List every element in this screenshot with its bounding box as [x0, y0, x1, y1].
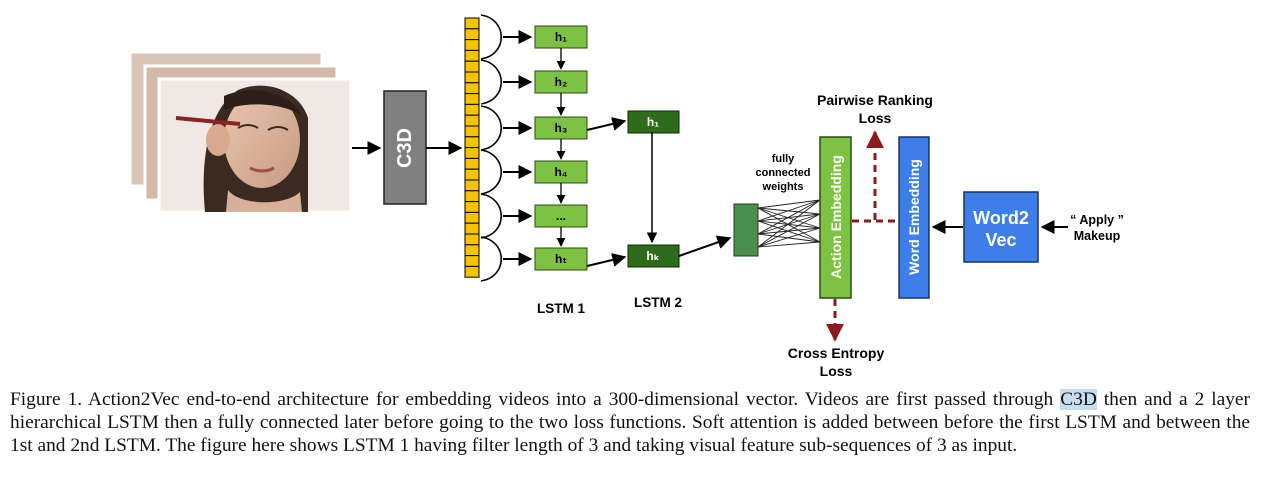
attention-bracket: [480, 149, 503, 195]
feature-cell: [464, 211, 480, 224]
attention-bracket: [480, 105, 503, 151]
lstm1-cell-label: h₄: [554, 165, 567, 179]
fc-weight-line: [757, 199, 821, 222]
lstm2-cell-label: hₖ: [646, 249, 659, 263]
fc-weight-line: [757, 220, 821, 229]
pairwise-loss-label-line-1: Pairwise Ranking: [817, 92, 933, 108]
fc-weight-line: [757, 227, 821, 248]
fc-weight-line: [757, 207, 821, 215]
fc-label-line-1: fully: [772, 153, 795, 165]
fc-weight-line: [757, 199, 821, 209]
lstm1-cell-label: h₃: [555, 121, 568, 135]
caption-highlight-c3d: C3D: [1060, 389, 1097, 410]
feature-cell: [464, 265, 480, 278]
feature-cell: [464, 93, 480, 105]
lstm1-column: h₁ h₂ h₃ h₄... hₜ: [534, 25, 588, 271]
fc-weight-line: [757, 220, 821, 243]
input-phrase-line-1: “ Apply ”: [1070, 213, 1124, 227]
fc-weight-lines: [757, 199, 821, 248]
arrow-h3-to-lstm2: [586, 117, 627, 131]
feature-cell: [464, 17, 480, 30]
attention-brackets: [480, 14, 533, 282]
arrow-ht-to-lstm2: [586, 253, 627, 267]
word2vec-label-line-2: Vec: [985, 230, 1016, 250]
lstm2-label: LSTM 2: [634, 295, 682, 310]
arrow-lstm2-to-fc: [678, 235, 732, 257]
action-embedding-block: Action Embedding: [819, 136, 852, 299]
feature-sequence: [464, 17, 480, 278]
cross-entropy-label-line-2: Loss: [820, 363, 853, 379]
figure-caption: Figure 1. Action2Vec end-to-end architec…: [10, 389, 1250, 457]
word-embedding-block: Word Embedding: [898, 136, 930, 299]
attention-bracket: [480, 236, 503, 282]
fc-weight-line: [757, 233, 821, 243]
feature-cell: [464, 71, 480, 84]
pairwise-loss-label-line-2: Loss: [859, 110, 892, 126]
fc-weight-line: [757, 199, 821, 248]
feature-cell: [464, 222, 480, 235]
architecture-diagram: C3D h₁ h₂ h₃ h₄... hₜ h₁ hₖ LSTM 1 LSTM 2 ful…: [128, 14, 1124, 379]
fc-weight-line: [757, 213, 821, 248]
feature-cell: [464, 244, 480, 257]
caption-text-end: then and a 2 layer hierarchical LSTM the…: [10, 389, 1250, 456]
feature-cell: [464, 114, 480, 127]
feature-cell: [464, 103, 480, 116]
feature-cell: [464, 147, 480, 159]
lstm1-label: LSTM 1: [537, 301, 585, 316]
feature-cell: [464, 82, 480, 95]
cross-entropy-label-line-1: Cross Entropy: [788, 345, 885, 361]
fc-weight-line: [757, 199, 821, 235]
attention-bracket: [480, 193, 503, 239]
lstm2-cell-label: h₁: [647, 115, 659, 129]
fc-weight-line: [757, 241, 821, 248]
feature-cell: [464, 39, 480, 51]
feature-cell: [464, 136, 480, 149]
word2vec-label-line-1: Word2: [973, 208, 1029, 228]
feature-cell: [464, 168, 480, 181]
fc-label: fully connected weights: [755, 153, 810, 193]
action-embedding-label: Action Embedding: [828, 155, 844, 279]
feature-cell: [464, 60, 480, 73]
attention-bracket: [480, 59, 503, 105]
feature-cell: [464, 28, 480, 41]
lstm2-column: h₁ hₖ: [627, 110, 680, 268]
lstm1-cell-label: ...: [556, 209, 566, 223]
video-frame-front: [157, 77, 353, 214]
attention-bracket: [480, 14, 503, 60]
feature-cell: [464, 201, 480, 213]
fc-label-line-2: connected: [755, 167, 810, 179]
video-frames: [128, 50, 353, 214]
feature-cell: [464, 233, 480, 246]
input-phrase-line-2: Makeup: [1074, 229, 1121, 243]
lstm1-cell-label: hₜ: [555, 252, 567, 266]
feature-cell: [464, 49, 480, 62]
feature-cell: [464, 125, 480, 138]
word2vec-block: Word2 Vec: [963, 191, 1039, 263]
fc-weight-line: [757, 207, 821, 229]
c3d-label: C3D: [394, 128, 416, 168]
fc-weight-line: [757, 207, 821, 243]
lstm1-cell-label: h₂: [555, 75, 568, 89]
feature-cell: [464, 190, 480, 203]
fc-label-line-3: weights: [762, 181, 804, 193]
fc-block: [733, 203, 759, 257]
feature-cell: [464, 157, 480, 170]
lstm2-cell: [627, 110, 680, 134]
feature-cell: [464, 255, 480, 267]
lstm1-cell-label: h₁: [555, 30, 567, 44]
lstm1-cell: [534, 247, 588, 271]
caption-text-start: Figure 1. Action2Vec end-to-end architec…: [10, 389, 1061, 410]
c3d-block: C3D: [383, 90, 427, 205]
word-embedding-label: Word Embedding: [906, 159, 922, 275]
feature-cell: [464, 179, 480, 192]
